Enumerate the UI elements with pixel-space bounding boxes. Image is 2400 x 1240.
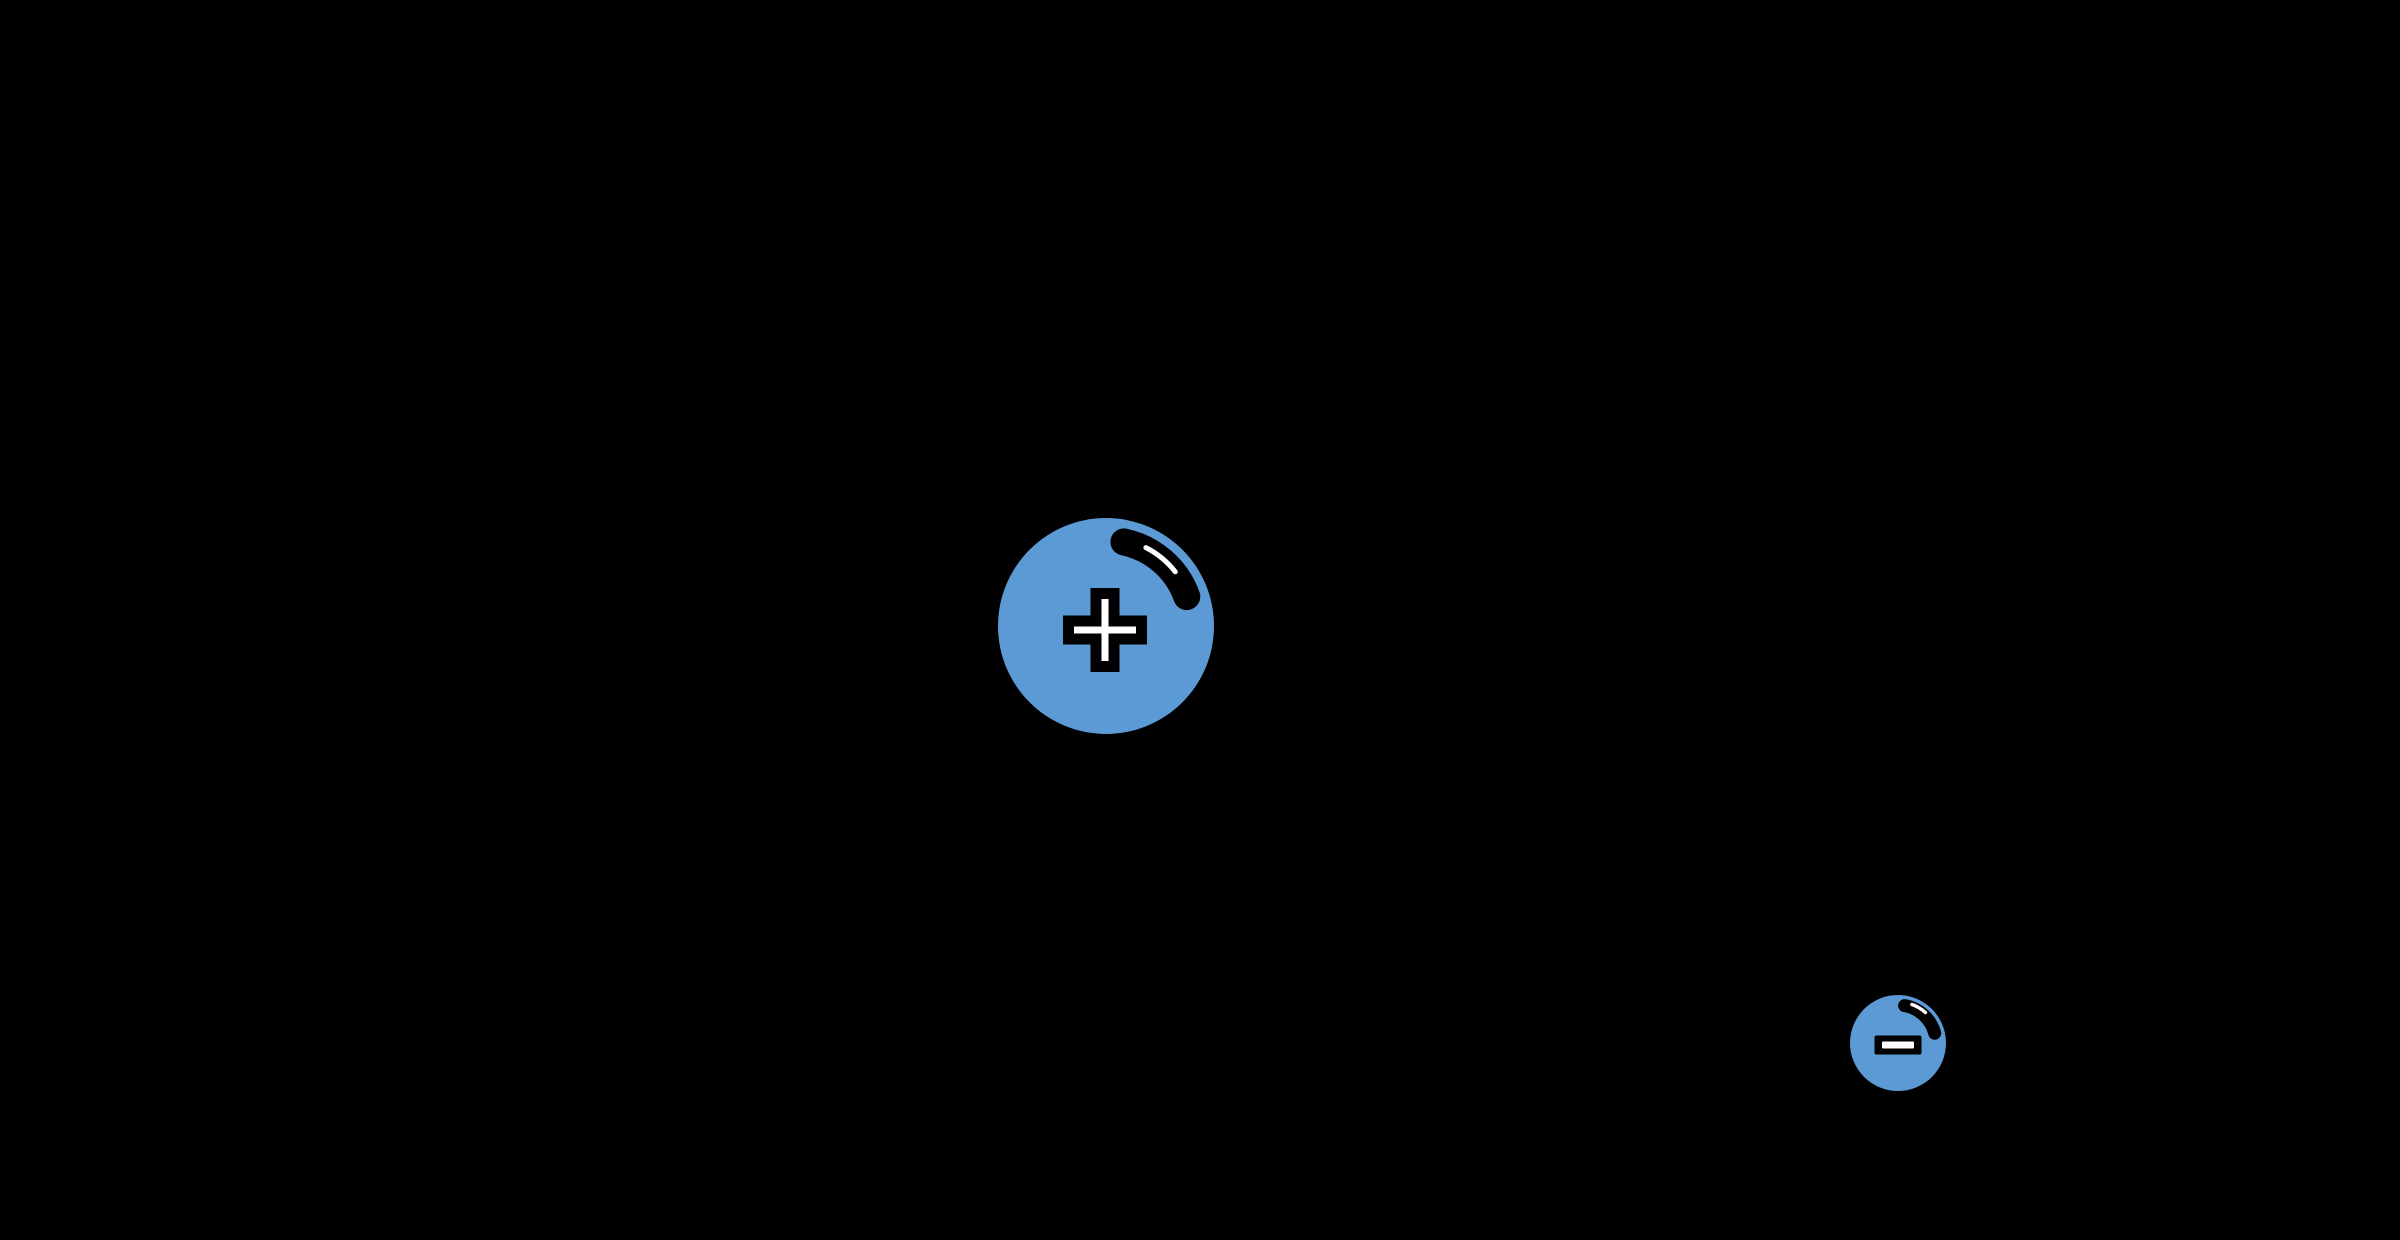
negative-charge-shine-icon xyxy=(1910,1002,1928,1015)
negative-charge[interactable] xyxy=(1850,995,1946,1091)
minus-icon xyxy=(1874,1035,1922,1055)
positive-charge[interactable] xyxy=(998,518,1214,734)
negative-charge-glare-icon xyxy=(1898,999,1942,1040)
positive-charge-shine-icon xyxy=(1143,545,1178,575)
minus-icon-bar xyxy=(1882,1041,1914,1049)
plus-icon xyxy=(1063,588,1147,672)
